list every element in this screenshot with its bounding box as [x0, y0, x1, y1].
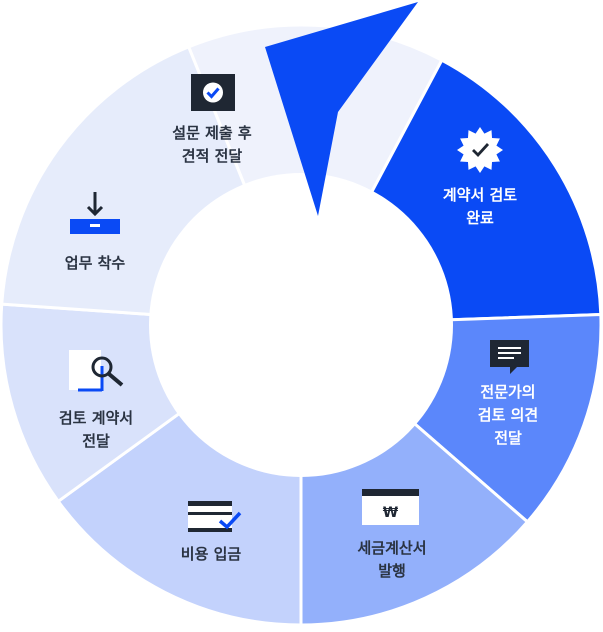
cycle-arrow-head — [265, 2, 418, 216]
step-start-label: 업무 착수 — [64, 254, 126, 272]
verified-badge-icon — [457, 127, 503, 173]
check-square-icon — [191, 74, 235, 111]
step-payment-label: 비용 입금 — [180, 545, 242, 563]
card-check-icon — [188, 501, 242, 532]
won-symbol: ₩ — [383, 505, 399, 521]
document-search-icon — [69, 350, 124, 392]
center-hole — [149, 173, 453, 477]
invoice-won-icon: ₩ — [362, 489, 419, 525]
message-icon — [490, 340, 529, 374]
download-tray-icon — [70, 192, 120, 234]
